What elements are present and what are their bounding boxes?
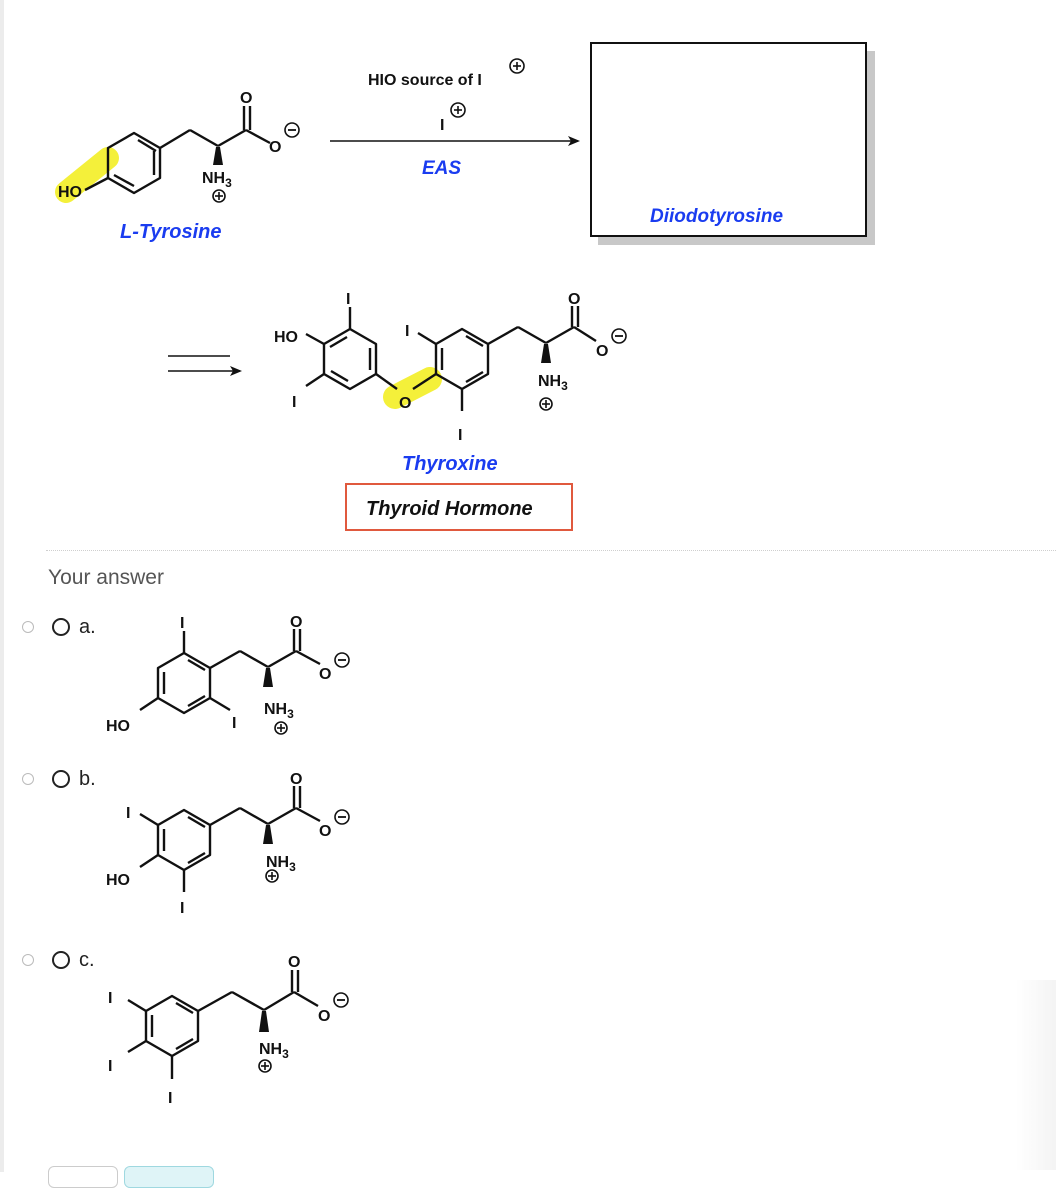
- option-c-carbonyl-o: O: [288, 954, 300, 971]
- thyroxine-iodine-left: I: [292, 394, 296, 411]
- thyroxine-iodine-top: I: [346, 291, 350, 308]
- option-c-structure: I I I O O NH3: [108, 954, 349, 1107]
- option-c-carboxylate-o: O: [318, 1008, 330, 1025]
- minus-charge-icon: [334, 652, 350, 668]
- option-b-ho: HO: [106, 872, 130, 889]
- plus-charge-icon: [258, 1059, 272, 1073]
- reactant-name: L-Tyrosine: [120, 221, 222, 243]
- option-b-amine: NH3: [266, 854, 296, 874]
- minus-charge-icon: [284, 122, 300, 138]
- thyroxine-ho-label: HO: [274, 329, 298, 346]
- option-c-letter: c.: [79, 949, 95, 971]
- thyroxine-iodine-ringb-top: I: [405, 323, 409, 340]
- option-c-radio[interactable]: [52, 951, 70, 969]
- plus-charge-icon: [450, 102, 466, 118]
- thyroxine-iodine-ringb-bottom: I: [458, 427, 462, 444]
- option-a-letter: a.: [79, 616, 96, 638]
- tyrosine-carboxylate-o: O: [269, 139, 281, 156]
- option-b-small-radio[interactable]: [22, 773, 34, 785]
- l-tyrosine-structure: [55, 106, 271, 203]
- plus-charge-icon: [274, 721, 288, 735]
- plus-charge-icon: [265, 869, 279, 883]
- option-c-iodine-bottom: I: [168, 1090, 172, 1107]
- edge-shade: [1016, 980, 1056, 1170]
- reagent-line-2: I: [440, 117, 444, 134]
- minus-charge-icon: [334, 809, 350, 825]
- thyroxine-ether-o: O: [399, 395, 411, 412]
- option-a-ho: HO: [106, 718, 130, 735]
- answer-prompt: Your answer: [48, 566, 164, 589]
- option-b-carboxylate-o: O: [319, 823, 331, 840]
- tyrosine-carbonyl-o: O: [240, 90, 252, 107]
- option-b-carbonyl-o: O: [290, 771, 302, 788]
- option-b[interactable]: b. I HO I O O NH3: [0, 755, 1056, 925]
- plus-charge-icon: [539, 397, 553, 411]
- option-c-amine: NH3: [259, 1041, 289, 1061]
- final-product-class: Thyroid Hormone: [366, 498, 533, 520]
- option-a-small-radio[interactable]: [22, 621, 34, 633]
- option-b-iodine-bottom: I: [180, 900, 184, 917]
- option-c[interactable]: c. I I I O O NH3: [0, 937, 1056, 1117]
- tyrosine-amine-label: NH3: [202, 170, 232, 190]
- thyroxine-amine-label: NH3: [538, 373, 568, 393]
- option-a-iodine-side: I: [232, 715, 236, 732]
- hormone-box: [345, 483, 573, 531]
- option-c-iodine-top: I: [108, 990, 112, 1007]
- option-a-carboxylate-o: O: [319, 666, 331, 683]
- thyroxine-carbonyl-o: O: [568, 291, 580, 308]
- plus-charge-icon: [212, 189, 226, 203]
- option-b-iodine-top: I: [126, 805, 130, 822]
- minus-charge-icon: [333, 992, 349, 1008]
- option-a[interactable]: a. I HO I O O NH3: [0, 600, 1056, 750]
- plus-charge-icon: [509, 58, 525, 74]
- option-a-amine: NH3: [264, 701, 294, 721]
- section-divider: [46, 550, 1056, 551]
- hydroxyl-highlight: [55, 147, 119, 203]
- option-b-structure: I HO I O O NH3: [106, 771, 350, 917]
- secondary-button[interactable]: [48, 1166, 118, 1188]
- option-a-structure: I HO I O O NH3: [106, 614, 350, 735]
- reaction-type: EAS: [422, 158, 461, 179]
- option-c-small-radio[interactable]: [22, 954, 34, 966]
- tyrosine-ho-label: HO: [58, 184, 82, 201]
- reagent-line-1: HIO source of I: [368, 72, 482, 89]
- minus-charge-icon: [611, 328, 627, 344]
- multi-step-arrow: [168, 355, 242, 376]
- primary-button[interactable]: [124, 1166, 214, 1188]
- thyroxine-structure: [305, 306, 597, 411]
- left-border: [0, 0, 4, 1172]
- option-b-letter: b.: [79, 768, 96, 790]
- product-box: [590, 42, 867, 237]
- option-a-carbonyl-o: O: [290, 614, 302, 631]
- option-a-radio[interactable]: [52, 618, 70, 636]
- thyroxine-carboxylate-o: O: [596, 343, 608, 360]
- option-a-iodine-top: I: [180, 615, 184, 632]
- reaction-scheme: HO O O NH3 L-Tyrosine HIO source of I I …: [55, 42, 875, 531]
- option-c-iodine-left: I: [108, 1058, 112, 1075]
- product-box-label: Diiodotyrosine: [650, 206, 783, 227]
- final-product-name: Thyroxine: [402, 453, 498, 475]
- option-b-radio[interactable]: [52, 770, 70, 788]
